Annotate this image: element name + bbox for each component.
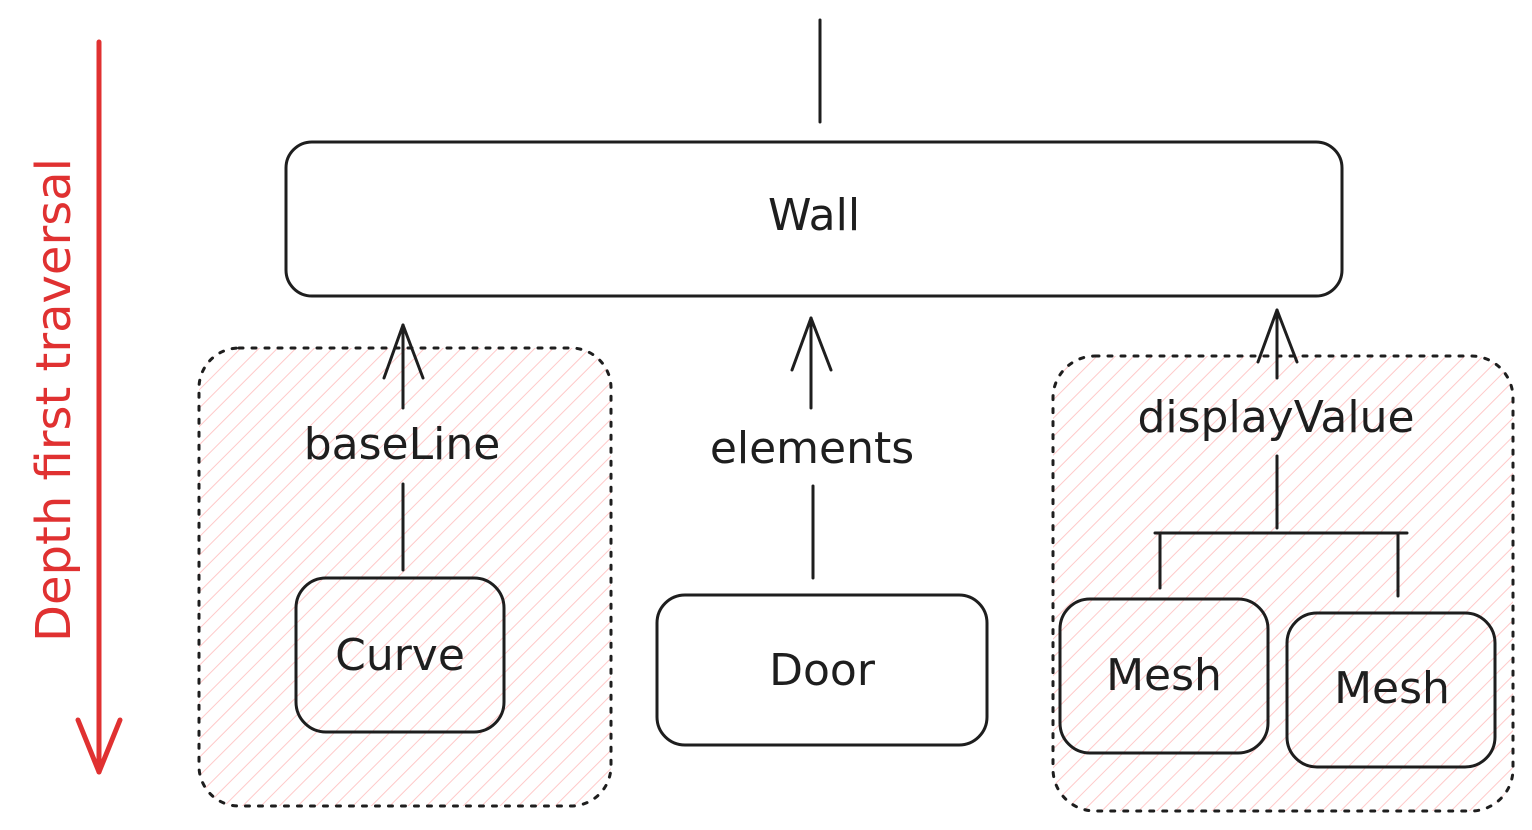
display-value-arrow-head bbox=[1256, 308, 1299, 364]
door-node-box bbox=[655, 593, 989, 747]
traversal-indicator: Depth first traversal bbox=[26, 39, 123, 775]
mesh-node-1-box bbox=[1058, 597, 1270, 755]
display-value-dashed-container bbox=[1051, 354, 1515, 813]
mesh-node-1-label: Mesh bbox=[1106, 650, 1222, 701]
display-value-edge-label: displayValue bbox=[1137, 392, 1414, 443]
traversal-label: Depth first traversal bbox=[26, 158, 82, 642]
mesh-node-2-box bbox=[1285, 611, 1497, 769]
door-node-label: Door bbox=[769, 645, 876, 696]
mesh-node-2-label: Mesh bbox=[1334, 663, 1450, 714]
baseline-group: baseLine Curve bbox=[197, 323, 613, 808]
baseline-edge-label: baseLine bbox=[304, 419, 501, 470]
display-value-group: displayValue Mesh Mesh bbox=[1051, 308, 1515, 813]
curve-node-label: Curve bbox=[335, 630, 465, 681]
traversal-arrow-head bbox=[75, 717, 123, 775]
elements-edge-label: elements bbox=[710, 423, 914, 474]
wall-node-box bbox=[284, 140, 1344, 298]
wall-node: Wall bbox=[284, 140, 1344, 298]
baseline-arrow-head bbox=[382, 323, 425, 380]
curve-node-box bbox=[294, 576, 506, 734]
elements-group: elements Door bbox=[655, 316, 989, 747]
elements-arrow-head bbox=[790, 316, 833, 372]
wall-node-label: Wall bbox=[768, 190, 860, 241]
